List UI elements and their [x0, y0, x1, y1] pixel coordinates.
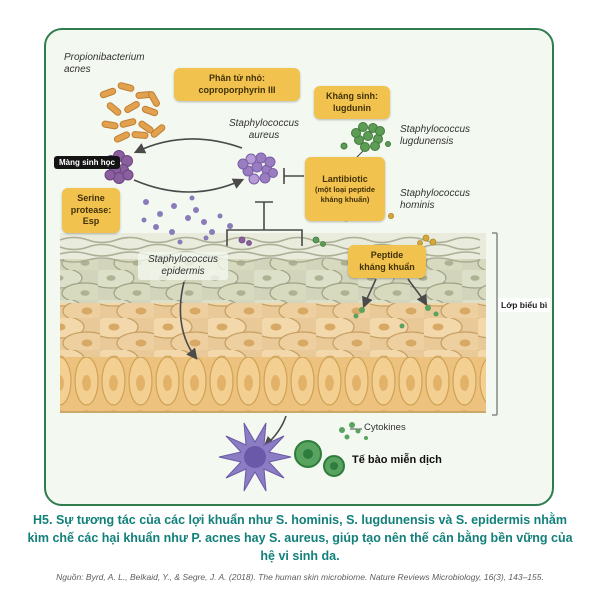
antimicrobial-peptide-callout: Peptide kháng khuẩn [348, 245, 426, 279]
cycle-arrow-top [133, 138, 243, 154]
figure-source: Nguồn: Byrd, A. L., Belkaid, Y., & Segre… [56, 572, 544, 582]
cycle-arrow-bottom [133, 178, 245, 193]
epidermis-layer-label: Lớp biểu bì [498, 298, 551, 312]
surface-bacteria-dots [238, 234, 437, 247]
cytokine-dots [339, 422, 368, 440]
p-acnes-label: Propionibacterium acnes [64, 52, 145, 75]
immune-cells-label: Tế bào miễn dịch [352, 454, 442, 466]
peptide-dots-in-skin [353, 305, 439, 329]
lantibiotic-subtitle: (một loại peptide kháng khuẩn) [315, 185, 375, 204]
lantibiotic-callout: Lantibiotic (một loại peptide kháng khuẩ… [305, 157, 385, 221]
lantibiotic-title: Lantibiotic [322, 173, 368, 184]
s-hominis-label: Staphylococcus hominis [400, 188, 471, 211]
dendritic-cell-icon [218, 422, 292, 492]
s-epidermis-label: Staphylococcus epidermis [138, 252, 228, 280]
epidermis-bracket [492, 232, 498, 416]
cytokines-label: Cytokines [364, 422, 406, 433]
s-aureus-label: Staphylococcus aureus [228, 118, 300, 141]
peptide-arrow-right [407, 278, 428, 307]
small-molecule-callout: Phân tử nhỏ: coproporphyrin III [174, 68, 300, 102]
figure-panel: Propionibacterium acnes Phân tử nhỏ: cop… [44, 28, 554, 506]
biofilm-callout: Màng sinh học [54, 156, 120, 169]
epidermis-arrow [179, 281, 198, 360]
p-acnes-rod-bacteria [99, 82, 166, 143]
figure-caption: H5. Sự tương tác của các lợi khuẩn như S… [27, 513, 573, 563]
secreted-protein-dots [141, 195, 233, 245]
serine-protease-callout: Serine protease: Esp [62, 188, 120, 234]
s-lugdunensis-cocci-cluster [340, 122, 391, 152]
peptide-arrow-left [362, 278, 377, 309]
s-lugdunensis-label: Staphylococcus lugdunensis [400, 124, 471, 147]
s-aureus-cocci-cluster [237, 152, 278, 185]
green-immune-cells [294, 440, 345, 477]
figure-graphics [59, 82, 498, 492]
antibiotic-callout: Kháng sinh: lugdunin [314, 86, 390, 120]
